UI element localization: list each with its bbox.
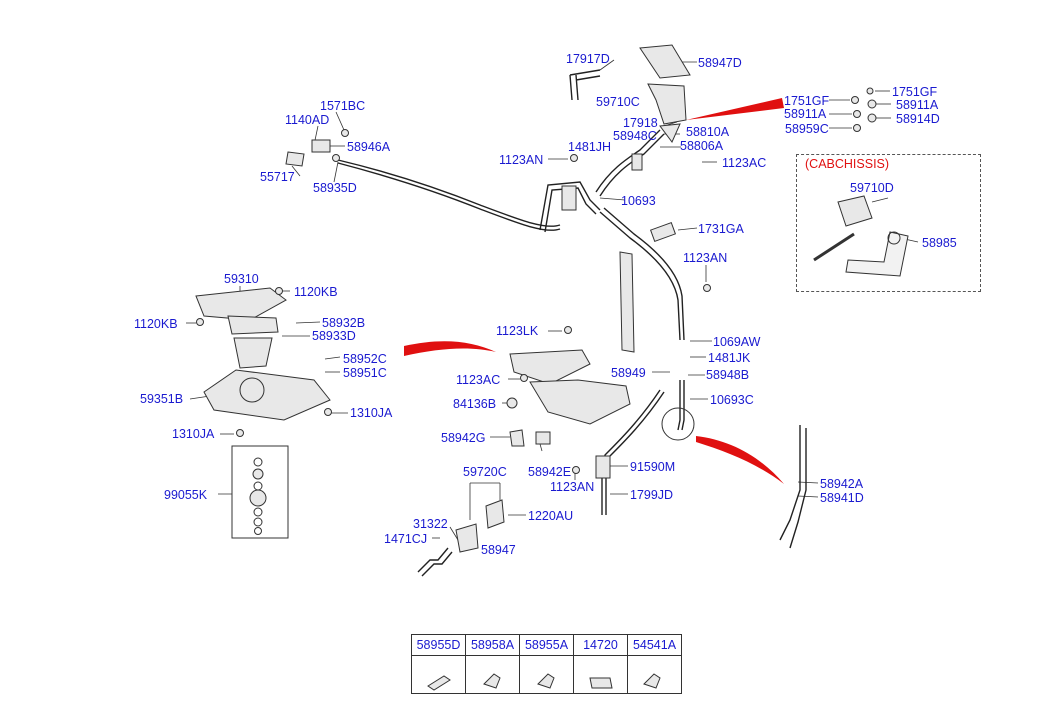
legend-part-58955d[interactable]: 58955D [411, 634, 466, 656]
part-label-59351b[interactable]: 59351B [140, 392, 184, 406]
part-label-1220au[interactable]: 1220AU [528, 509, 574, 523]
part-label-1120kb-right[interactable]: 1120KB [294, 285, 338, 299]
part-label-1123ac-mid[interactable]: 1123AC [456, 373, 501, 387]
part-label-99055k[interactable]: 99055K [164, 488, 208, 502]
part-label-59710c[interactable]: 59710C [596, 95, 640, 109]
elbow-fitting-icon [519, 655, 574, 694]
part-label-1123an-bottom[interactable]: 1123AN [550, 480, 595, 494]
part-label-58932b[interactable]: 58932B [322, 316, 366, 330]
part-label-58952c[interactable]: 58952C [343, 352, 387, 366]
part-label-1140ad[interactable]: 1140AD [285, 113, 330, 127]
part-drawings [195, 44, 909, 553]
part-label-58946a[interactable]: 58946A [347, 140, 391, 154]
part-label-59310[interactable]: 59310 [224, 272, 259, 286]
part-label-58810a[interactable]: 58810A [686, 125, 730, 139]
part-label-1069aw[interactable]: 1069AW [713, 335, 761, 349]
part-label-58942g[interactable]: 58942G [441, 431, 486, 445]
part-label-58985[interactable]: 58985 [922, 236, 957, 250]
part-label-10693c[interactable]: 10693C [710, 393, 754, 407]
highlight-arrows [404, 98, 784, 484]
cab-chassis-label: (CABCHISSIS) [805, 157, 890, 171]
part-label-58949[interactable]: 58949 [611, 366, 646, 380]
cab-chassis-inset [796, 154, 981, 292]
part-label-31322[interactable]: 31322 [413, 517, 448, 531]
part-label-1123an-mid[interactable]: 1123AN [683, 251, 728, 265]
part-label-17917d[interactable]: 17917D [566, 52, 610, 66]
part-label-1120kb-left[interactable]: 1120KB [134, 317, 178, 331]
part-label-58959c[interactable]: 58959C [785, 122, 829, 136]
elbow-connector-icon [627, 655, 682, 694]
part-label-58806a[interactable]: 58806A [680, 139, 724, 153]
part-label-1310ja-right[interactable]: 1310JA [350, 406, 393, 420]
part-label-58911a-left[interactable]: 58911A [784, 107, 827, 121]
part-label-91590m[interactable]: 91590M [630, 460, 676, 474]
part-label-10693[interactable]: 10693 [621, 194, 656, 208]
legend-part-58958a[interactable]: 58958A [465, 634, 520, 656]
part-label-58911a-right[interactable]: 58911A [896, 98, 939, 112]
part-label-58914d[interactable]: 58914D [896, 112, 940, 126]
part-label-58941d[interactable]: 58941D [820, 491, 864, 505]
part-label-59710d[interactable]: 59710D [850, 181, 894, 195]
part-label-58947d[interactable]: 58947D [698, 56, 742, 70]
part-label-84136b[interactable]: 84136B [453, 397, 497, 411]
part-label-1123lk[interactable]: 1123LK [496, 324, 539, 338]
part-label-1123an-top[interactable]: 1123AN [499, 153, 544, 167]
legend-part-54541a[interactable]: 54541A [627, 634, 682, 656]
part-label-1310ja-left[interactable]: 1310JA [172, 427, 215, 441]
part-label-1123ac-top[interactable]: 1123AC [722, 156, 767, 170]
part-label-1481jk[interactable]: 1481JK [708, 351, 751, 365]
part-label-58948c[interactable]: 58948C [613, 129, 657, 143]
fitting-legend-table: 58955D 58958A 58955A 14720 54541A [411, 634, 682, 694]
part-label-58947[interactable]: 58947 [481, 543, 516, 557]
part-label-59720c[interactable]: 59720C [463, 465, 507, 479]
legend-part-14720[interactable]: 14720 [573, 634, 628, 656]
part-label-58951c[interactable]: 58951C [343, 366, 387, 380]
part-label-17918[interactable]: 17918 [623, 116, 658, 130]
part-label-58948b[interactable]: 58948B [706, 368, 750, 382]
part-label-1481jh[interactable]: 1481JH [568, 140, 612, 154]
part-label-1731ga[interactable]: 1731GA [698, 222, 744, 236]
part-label-58935d[interactable]: 58935D [313, 181, 357, 195]
part-label-1571bc[interactable]: 1571BC [320, 99, 366, 113]
part-label-1751gf-left[interactable]: 1751GF [784, 94, 830, 108]
cable-routing [337, 69, 807, 577]
elbow-fitting-icon [465, 655, 520, 694]
straight-fitting-icon [411, 655, 466, 694]
part-label-58933d[interactable]: 58933D [312, 329, 356, 343]
part-label-58942e[interactable]: 58942E [528, 465, 572, 479]
part-label-1471cj[interactable]: 1471CJ [384, 532, 428, 546]
part-label-1799jd[interactable]: 1799JD [630, 488, 674, 502]
part-label-1751gf-right[interactable]: 1751GF [892, 85, 938, 99]
hose-clamp-icon [573, 655, 628, 694]
part-label-55717[interactable]: 55717 [260, 170, 295, 184]
part-label-58942a[interactable]: 58942A [820, 477, 864, 491]
legend-part-58955a[interactable]: 58955A [519, 634, 574, 656]
